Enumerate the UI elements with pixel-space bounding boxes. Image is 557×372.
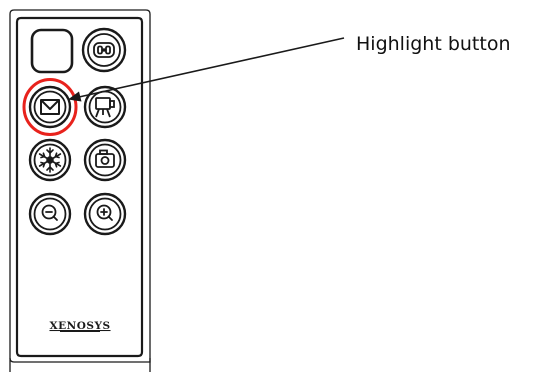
camera-projector-button[interactable]: [83, 85, 127, 129]
callout-label: Highlight button: [356, 33, 511, 55]
callout-arrow: [68, 37, 345, 102]
zoom-out-icon: [41, 204, 58, 221]
display-mode-icon: [93, 42, 115, 58]
zoom-in-icon: [96, 204, 113, 221]
freeze-button[interactable]: [28, 138, 72, 182]
highlight-icon: [40, 99, 60, 115]
highlight-button[interactable]: [28, 85, 72, 129]
camera-icon: [95, 149, 115, 168]
zoom-in-button[interactable]: [83, 192, 127, 236]
projector-camera-icon: [95, 97, 115, 118]
snowflake-icon: [38, 147, 62, 173]
svg-text:XENOSYS: XENOSYS: [49, 320, 110, 332]
zoom-out-button[interactable]: [28, 192, 72, 236]
brand-logo: XENOSYS: [49, 320, 110, 332]
display-mode-button[interactable]: [81, 27, 127, 73]
highlight-ring: [22, 78, 78, 136]
capture-button[interactable]: [83, 138, 127, 182]
blank-button[interactable]: [30, 28, 74, 74]
remote-body: [9, 9, 151, 372]
